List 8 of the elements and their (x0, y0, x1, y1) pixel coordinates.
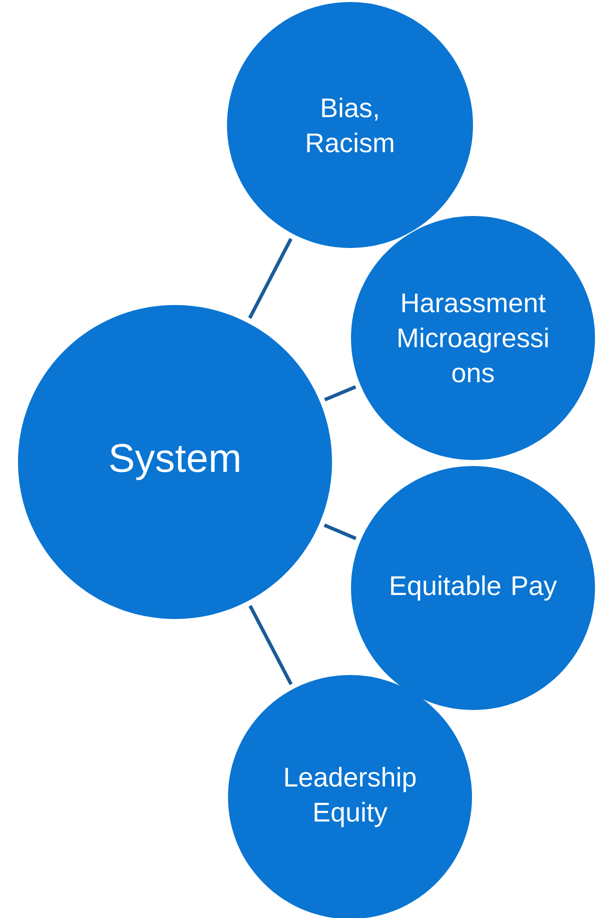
connector-line (248, 604, 293, 686)
connector-line (248, 238, 292, 319)
connector-line (324, 385, 356, 402)
circle-node: Equitable Pay (351, 466, 595, 710)
connector-line (324, 524, 357, 540)
circle-node: System (18, 305, 332, 619)
circle-node: Bias, Racism (227, 2, 473, 248)
circle-node: Harassment Microagressi ons (351, 216, 595, 460)
